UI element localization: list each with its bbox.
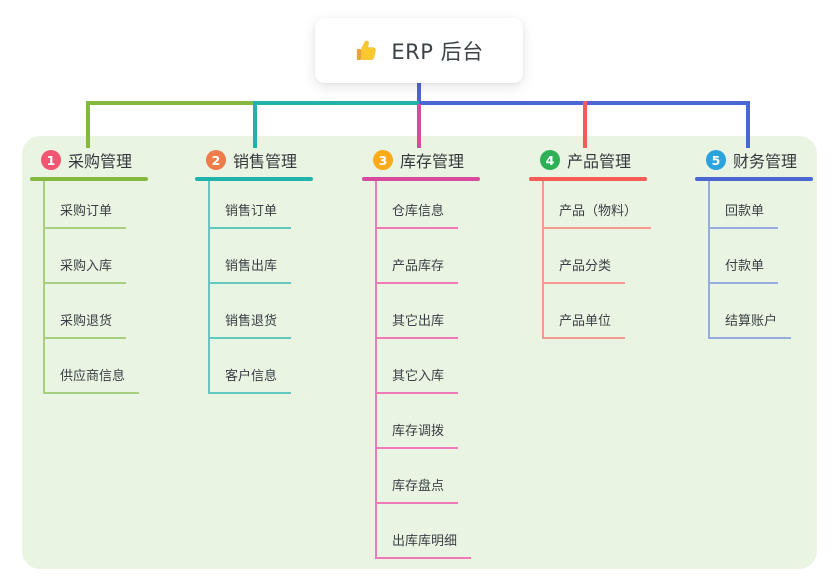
child-node[interactable]: 产品单位 (544, 284, 651, 339)
child-node[interactable]: 库存调拨 (377, 394, 471, 449)
branch-title: 销售管理 (233, 152, 298, 171)
child-node[interactable]: 产品库存 (377, 229, 471, 284)
drop-line-inventory (417, 104, 421, 148)
child-label: 客户信息 (210, 368, 292, 394)
branch-children: 采购订单 采购入库 采购退货 供应商信息 (43, 181, 140, 394)
connector-line-sales (253, 101, 419, 105)
badge-2: 2 (206, 150, 226, 170)
child-label: 产品分类 (544, 258, 626, 284)
branch-underline (195, 177, 313, 181)
child-label: 采购入库 (45, 258, 127, 284)
child-node[interactable]: 库存盘点 (377, 449, 471, 504)
drop-line-procurement (86, 101, 90, 148)
branch-title: 财务管理 (733, 152, 798, 171)
child-node[interactable]: 供应商信息 (45, 339, 140, 394)
branch-underline (362, 177, 480, 181)
child-node[interactable]: 仓库信息 (377, 181, 471, 229)
child-node[interactable]: 采购订单 (45, 181, 139, 229)
child-label: 产品单位 (544, 313, 626, 339)
child-node[interactable]: 产品（物料） (544, 181, 652, 229)
branch-title: 采购管理 (68, 152, 133, 171)
branch-sales: 2 销售管理 销售订单 销售出库 销售退货 客户信息 (195, 148, 325, 394)
child-label: 产品库存 (377, 258, 459, 284)
child-label: 仓库信息 (377, 203, 459, 229)
child-label: 销售退货 (210, 313, 292, 339)
branch-header-procurement[interactable]: 1 采购管理 (30, 148, 160, 172)
thumbs-up-icon (354, 38, 380, 64)
badge-4: 4 (540, 150, 560, 170)
child-label: 其它入库 (377, 368, 459, 394)
child-node[interactable]: 产品分类 (544, 229, 651, 284)
branch-underline (529, 177, 647, 181)
drop-line-product (583, 101, 587, 148)
root-stem-line (417, 83, 421, 103)
child-label: 库存盘点 (377, 478, 459, 504)
badge-1: 1 (41, 150, 61, 170)
branch-header-sales[interactable]: 2 销售管理 (195, 148, 325, 172)
badge-5: 5 (706, 150, 726, 170)
branch-children: 回款单 付款单 结算账户 (708, 181, 792, 339)
child-node[interactable]: 回款单 (710, 181, 791, 229)
drop-line-finance (746, 101, 750, 148)
child-node[interactable]: 其它出库 (377, 284, 471, 339)
branch-underline (30, 177, 148, 181)
child-label: 产品（物料） (544, 203, 652, 229)
branch-procurement: 1 采购管理 采购订单 采购入库 采购退货 供应商信息 (30, 148, 160, 394)
child-node[interactable]: 付款单 (710, 229, 791, 284)
branch-finance: 5 财务管理 回款单 付款单 结算账户 (695, 148, 825, 339)
child-node[interactable]: 采购入库 (45, 229, 139, 284)
child-label: 库存调拨 (377, 423, 459, 449)
child-label: 供应商信息 (45, 368, 140, 394)
branch-children: 仓库信息 产品库存 其它出库 其它入库 库存调拨 库存盘点 出库库明细 (375, 181, 472, 559)
root-node[interactable]: ERP 后台 (315, 18, 523, 83)
child-node[interactable]: 采购退货 (45, 284, 139, 339)
badge-3: 3 (373, 150, 393, 170)
branch-underline (695, 177, 813, 181)
branch-inventory: 3 库存管理 仓库信息 产品库存 其它出库 其它入库 库存调拨 库存盘点 出库库… (362, 148, 492, 559)
child-label: 采购退货 (45, 313, 127, 339)
branch-header-inventory[interactable]: 3 库存管理 (362, 148, 492, 172)
child-label: 回款单 (710, 203, 779, 229)
child-label: 出库库明细 (377, 533, 472, 559)
branch-children: 产品（物料） 产品分类 产品单位 (542, 181, 652, 339)
branch-product: 4 产品管理 产品（物料） 产品分类 产品单位 (529, 148, 659, 339)
child-label: 销售订单 (210, 203, 292, 229)
root-node-label: ERP 后台 (391, 39, 484, 64)
branch-title: 产品管理 (567, 152, 632, 171)
child-node[interactable]: 其它入库 (377, 339, 471, 394)
branch-header-finance[interactable]: 5 财务管理 (695, 148, 825, 172)
child-label: 销售出库 (210, 258, 292, 284)
child-node[interactable]: 销售出库 (210, 229, 292, 284)
connector-line-procurement (86, 101, 253, 105)
child-node[interactable]: 销售订单 (210, 181, 292, 229)
child-node[interactable]: 结算账户 (710, 284, 792, 339)
branch-group-panel (22, 136, 817, 569)
branch-children: 销售订单 销售出库 销售退货 客户信息 (208, 181, 292, 394)
child-node[interactable]: 客户信息 (210, 339, 292, 394)
child-label: 结算账户 (710, 313, 792, 339)
branch-header-product[interactable]: 4 产品管理 (529, 148, 659, 172)
child-node[interactable]: 出库库明细 (377, 504, 472, 559)
branch-title: 库存管理 (400, 152, 465, 171)
child-label: 其它出库 (377, 313, 459, 339)
child-label: 采购订单 (45, 203, 127, 229)
child-label: 付款单 (710, 258, 779, 284)
child-node[interactable]: 销售退货 (210, 284, 292, 339)
drop-line-sales (253, 101, 257, 148)
